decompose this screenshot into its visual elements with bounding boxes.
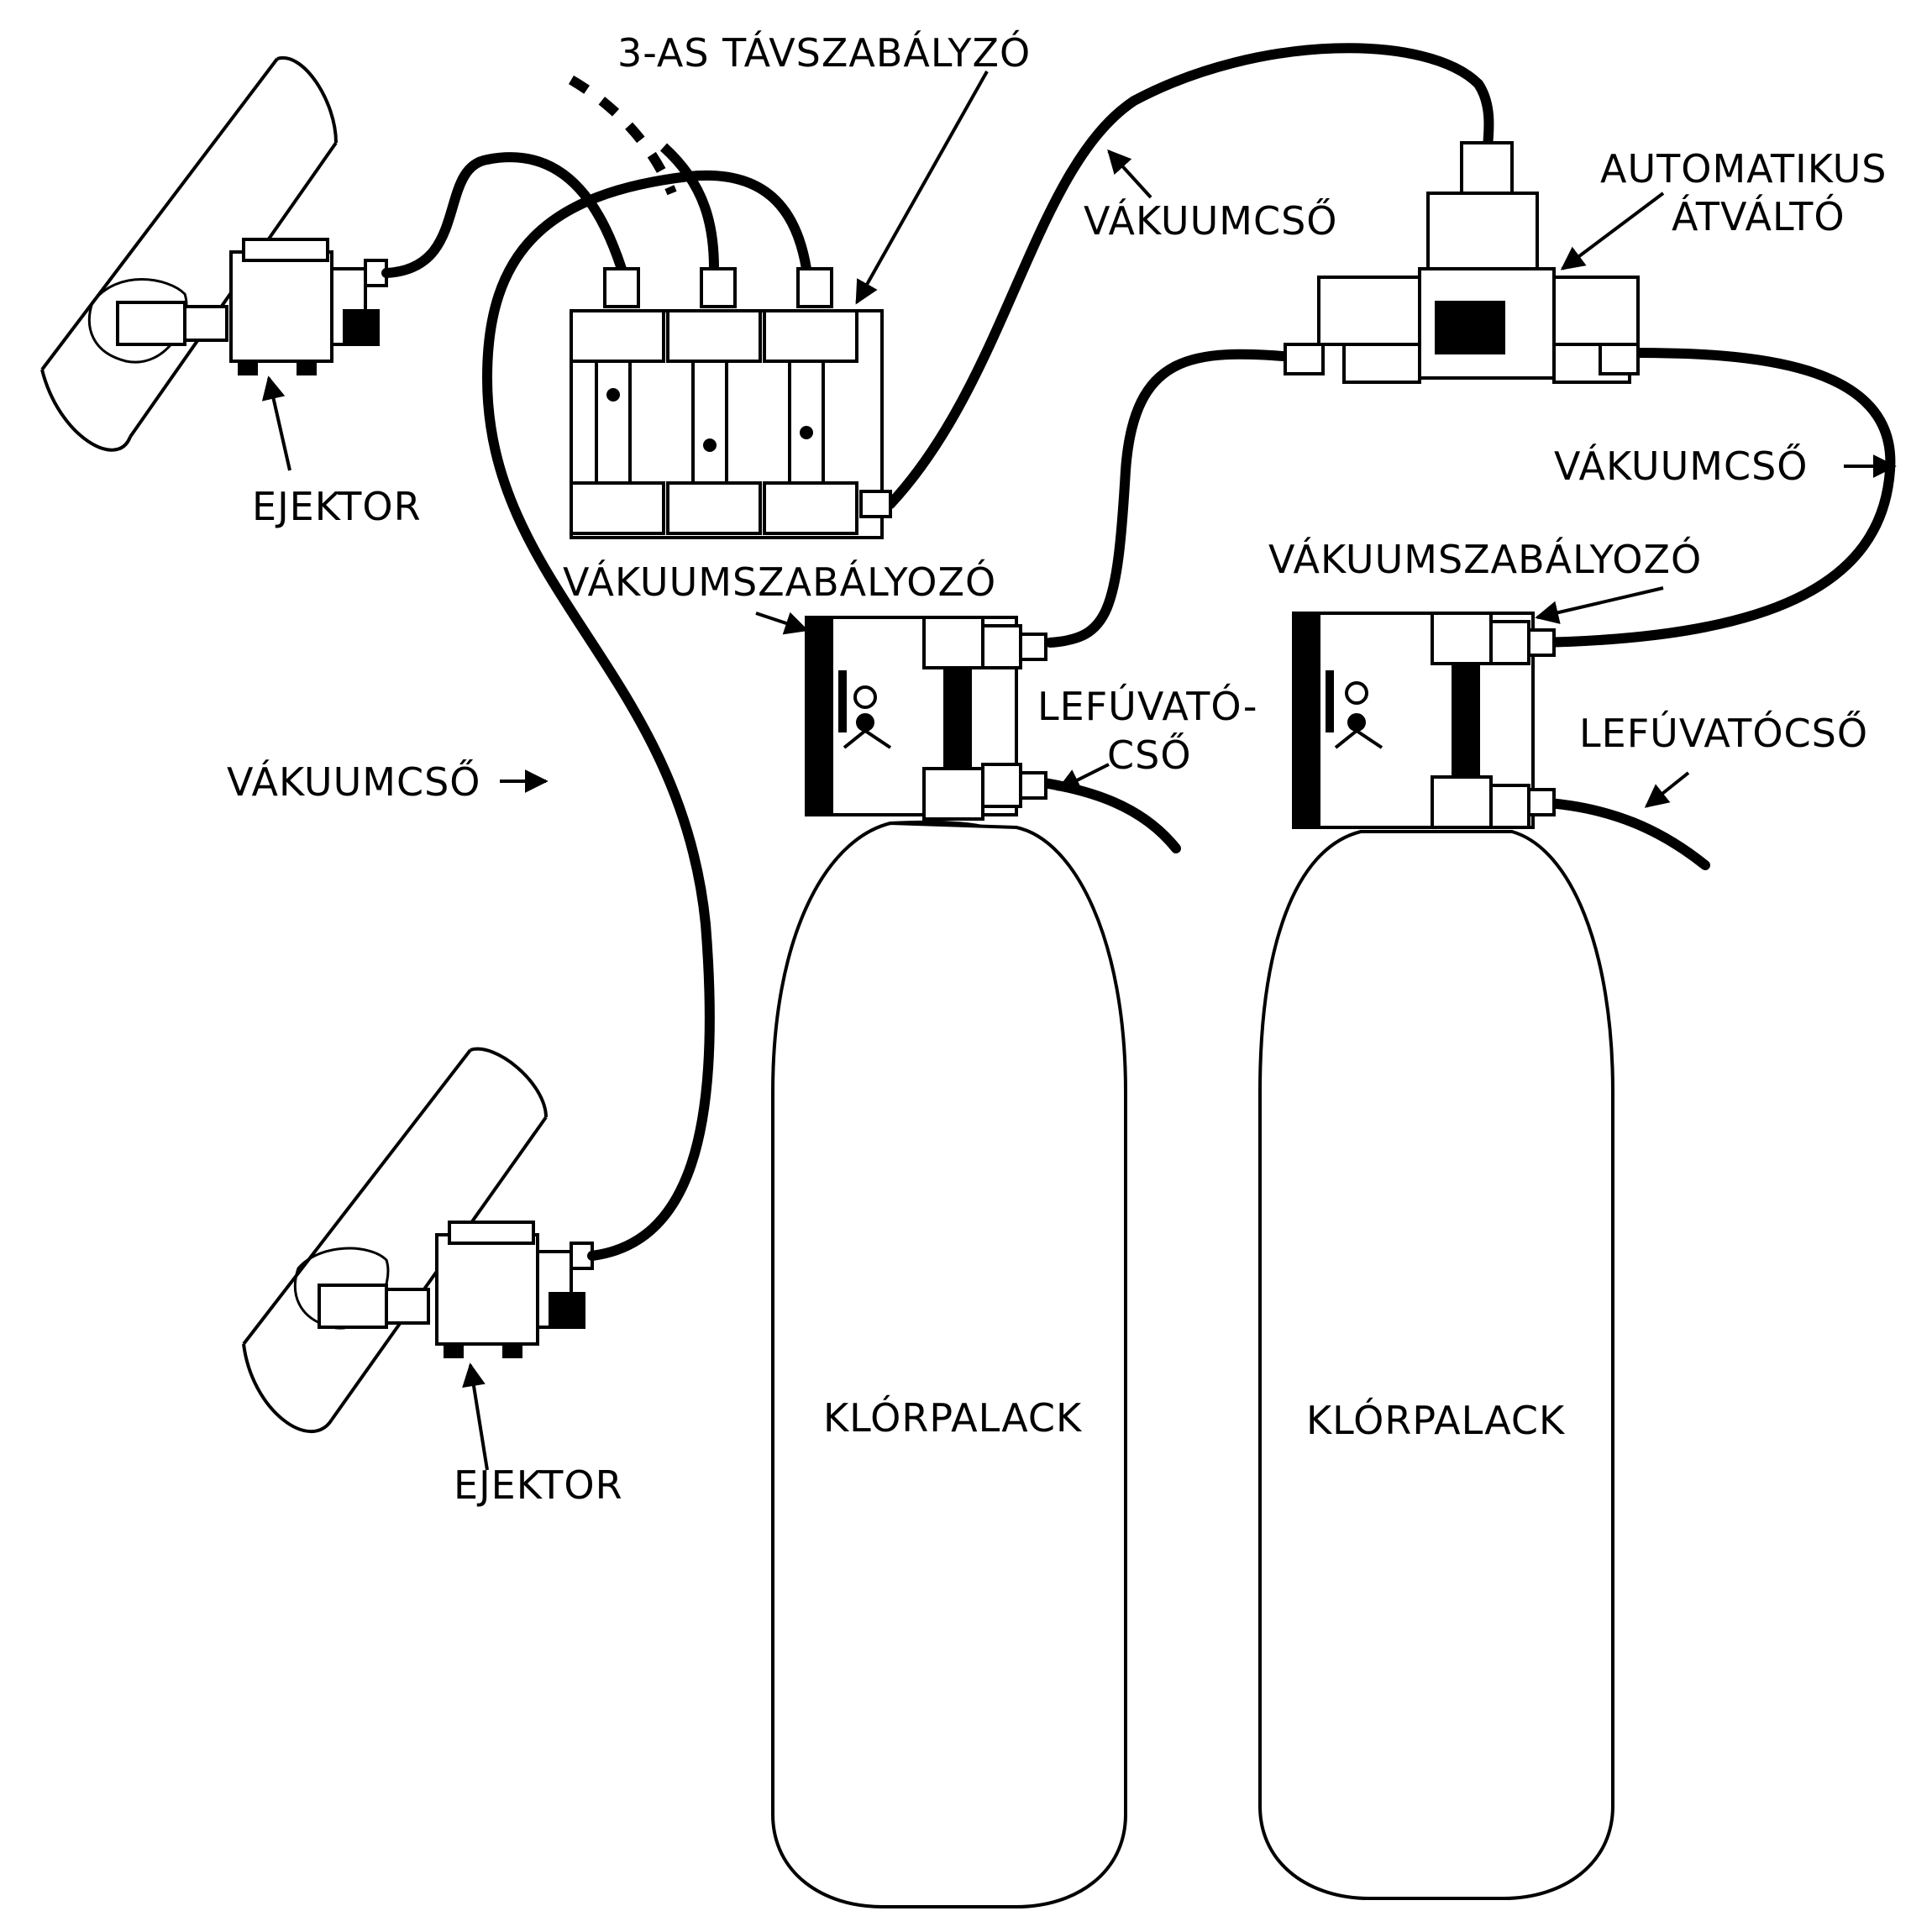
tube-regulator-to-switchover — [885, 43, 1494, 509]
tube-to-extra-ejector-dashed — [568, 75, 677, 196]
label-remote-regulator: 3-AS TÁVSZABÁLYZÓ — [617, 30, 1032, 76]
label-vent-tube-right: LEFÚVATÓCSŐ — [1579, 711, 1869, 756]
label-cylinder-right: KLÓRPALACK — [1306, 1398, 1566, 1443]
vacuum-regulator-right — [1292, 612, 1556, 829]
label-vacuum-tube-right: VÁKUUMCSŐ — [1554, 444, 1809, 489]
ejector-bottom — [318, 1221, 594, 1358]
tube-to-extra-ejector — [659, 143, 719, 270]
label-ejector-bottom: EJEKTOR — [454, 1462, 623, 1508]
label-vacuum-tube-top: VÁKUUMCSŐ — [1084, 198, 1338, 244]
label-switchover-line2: ÁTVÁLTÓ — [1672, 194, 1845, 239]
label-vacuum-tube-left: VÁKUUMCSŐ — [227, 759, 481, 805]
label-vacuum-regulator-right: VÁKUUMSZABÁLYOZÓ — [1268, 537, 1703, 582]
label-ejector-top: EJEKTOR — [252, 484, 422, 529]
label-vacuum-regulator-left: VÁKUUMSZABÁLYOZÓ — [563, 559, 997, 605]
label-vent-tube-left-line2: CSŐ — [1107, 732, 1192, 778]
label-switchover-line1: AUTOMATIKUS — [1600, 146, 1887, 192]
tube-ejector-top-to-regulator — [381, 152, 627, 278]
vent-tube-left — [1028, 776, 1181, 853]
automatic-switchover — [1284, 141, 1640, 384]
vacuum-regulator-left — [805, 616, 1047, 821]
vent-tube-right — [1532, 797, 1710, 870]
tube-ejector-bottom-to-regulator — [481, 170, 811, 1261]
vacuum-tubes — [381, 43, 1896, 1261]
chlorine-cylinder-left — [771, 820, 1127, 1908]
label-cylinder-left: KLÓRPALACK — [823, 1395, 1083, 1441]
label-vent-tube-left-line1: LEFÚVATÓ- — [1037, 684, 1258, 729]
tube-switchover-to-left-vacuum-regulator — [1045, 349, 1299, 648]
leader-arrows — [261, 71, 1897, 1471]
remote-regulator-3way — [570, 267, 892, 539]
tube-switchover-to-right-vacuum-regulator — [1532, 348, 1896, 648]
chlorine-cylinder-right — [1258, 830, 1614, 1900]
ejector-top — [116, 238, 388, 375]
